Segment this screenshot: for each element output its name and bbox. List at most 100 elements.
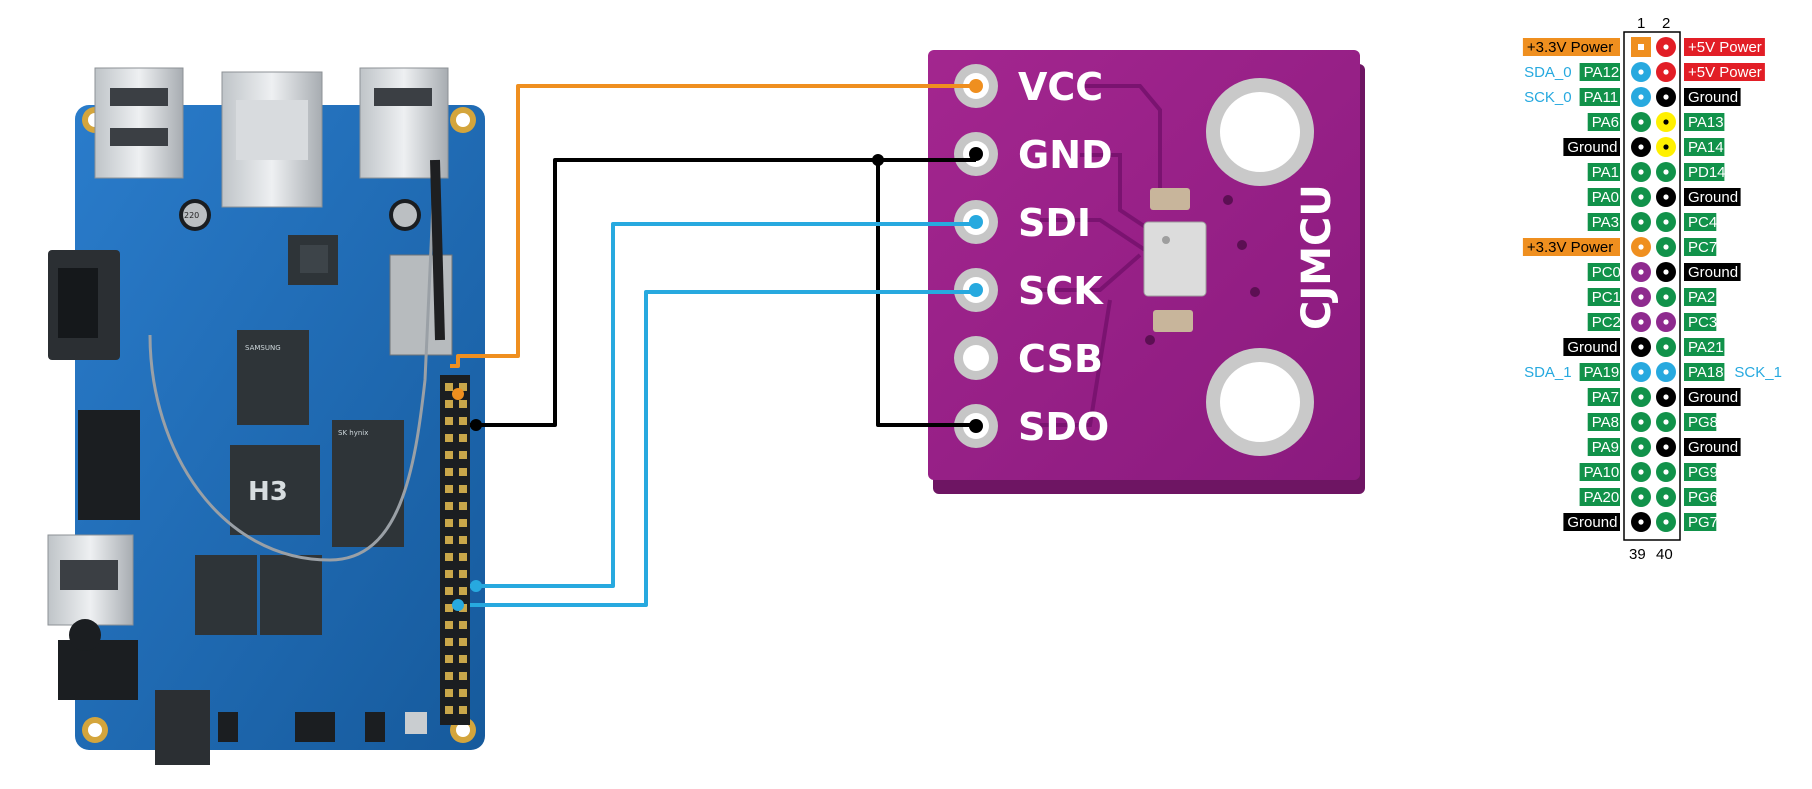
pin-dot-center — [1663, 519, 1669, 525]
header-col-40: 40 — [1656, 546, 1673, 563]
pin-label-right: PG9 — [1688, 464, 1718, 481]
pin-label-right-bg — [1684, 113, 1725, 131]
pin-label-right-bg — [1684, 263, 1741, 281]
gpio-header-pin — [445, 553, 453, 561]
gpio-header-pin — [459, 706, 467, 714]
pin-label-right-bg — [1684, 163, 1725, 181]
pin-label-left-bg — [1587, 163, 1620, 181]
pin-label-left: Ground — [1567, 514, 1617, 531]
module-pin-label-sdi: SDI — [1018, 201, 1091, 245]
pin-label-left: PA6 — [1592, 114, 1619, 131]
gpio-header-pin — [445, 451, 453, 459]
pin-function-left: SDA_0 — [1524, 64, 1572, 81]
pin-label-left: +3.3V Power — [1527, 239, 1613, 256]
module-pin-label-sck: SCK — [1018, 269, 1104, 313]
pin-dot-center — [1663, 344, 1669, 350]
gpio-header-pin — [445, 417, 453, 425]
pin-dot-center — [1663, 319, 1669, 325]
pin-label-left: PA9 — [1592, 439, 1619, 456]
pin-label-left: PA3 — [1592, 214, 1619, 231]
pin-label-left-bg — [1522, 238, 1620, 256]
gpio-header-pin — [445, 485, 453, 493]
pin-dot-center — [1638, 269, 1644, 275]
pin-dot-center — [1638, 369, 1644, 375]
module-pin-label-gnd: GND — [1018, 133, 1113, 177]
module-pin-wire-end — [969, 147, 983, 161]
module-pin-hole — [963, 345, 989, 371]
pin-label-left: +3.3V Power — [1527, 39, 1613, 56]
gpio-header-pin — [459, 451, 467, 459]
pin-label-right: PA14 — [1688, 139, 1724, 156]
pin-dot-center — [1663, 469, 1669, 475]
gpio-header-pin — [459, 587, 467, 595]
gpio-header-pin — [445, 689, 453, 697]
pin-dot-center — [1663, 269, 1669, 275]
pin-label-left-bg — [1579, 488, 1620, 506]
pin-row: PA10 PG9 — [1579, 462, 1718, 482]
pin-dot-center — [1663, 94, 1669, 100]
gpio-header-pin — [459, 570, 467, 578]
pin-label-left-bg — [1579, 463, 1620, 481]
pin-row: PA6 PA13 — [1587, 112, 1725, 132]
pin-row: PC0 Ground — [1587, 262, 1741, 282]
ram-chip: SK hynix — [332, 420, 404, 485]
pin-label-right-bg — [1684, 513, 1717, 531]
chip-label-skhynix: SK hynix — [338, 429, 368, 437]
pin-label-right: PD14 — [1688, 164, 1726, 181]
pin-dot-center — [1663, 144, 1669, 150]
soc-chip: H3 — [230, 445, 320, 535]
pin-label-left: PA10 — [1584, 464, 1620, 481]
chip-label-samsung: SAMSUNG — [245, 344, 281, 352]
pin-label-left-bg — [1587, 113, 1620, 131]
gpio-header-pin — [459, 434, 467, 442]
gpio-header-pin — [459, 672, 467, 680]
pin-dot-center — [1638, 244, 1644, 250]
pin-label-right-bg — [1684, 288, 1717, 306]
pin-label-right-bg — [1684, 188, 1741, 206]
gpio-header-pin — [445, 655, 453, 663]
pin-dot-center — [1638, 169, 1644, 175]
wire-sck — [470, 290, 976, 607]
pin-dot-center — [1663, 194, 1669, 200]
module-pin-label-csb: CSB — [1018, 337, 1103, 381]
pin-label-right-bg — [1684, 213, 1717, 231]
pin-dot-center — [1638, 494, 1644, 500]
pin-dot-center — [1638, 194, 1644, 200]
pin-label-left: PA0 — [1592, 189, 1619, 206]
pin-dot-center — [1663, 419, 1669, 425]
pin-function-left: SDA_1 — [1524, 364, 1572, 381]
pin-dot-center — [1663, 494, 1669, 500]
pin-dot-center — [1638, 144, 1644, 150]
pinout-frame — [1623, 31, 1681, 541]
pin-dot-center — [1663, 119, 1669, 125]
gpio-header-pin — [445, 519, 453, 527]
pin-label-right-bg — [1684, 338, 1725, 356]
pin-dot-center — [1638, 519, 1644, 525]
gpio-header-pin — [459, 417, 467, 425]
pin-dot-center — [1663, 219, 1669, 225]
gpio-header-pin — [459, 485, 467, 493]
pin-dot-center — [1638, 294, 1644, 300]
pin-label-left: PC0 — [1592, 264, 1621, 281]
pin-label-right: PC3 — [1688, 314, 1717, 331]
module-pin-label-vcc: VCC — [1018, 65, 1103, 109]
gpio-header-pin — [459, 519, 467, 527]
pin-label-right: Ground — [1688, 264, 1738, 281]
pin-label-right: Ground — [1688, 189, 1738, 206]
pin-dot-center — [1638, 444, 1644, 450]
pin-function-left: SCK_0 — [1524, 89, 1572, 106]
pin-label-right-bg — [1684, 63, 1765, 81]
pin-label-left-bg — [1587, 413, 1620, 431]
wires — [450, 84, 976, 611]
gpio-header-pin — [445, 383, 453, 391]
pin-label-right: PA13 — [1688, 114, 1724, 131]
pin-label-right-bg — [1684, 88, 1741, 106]
